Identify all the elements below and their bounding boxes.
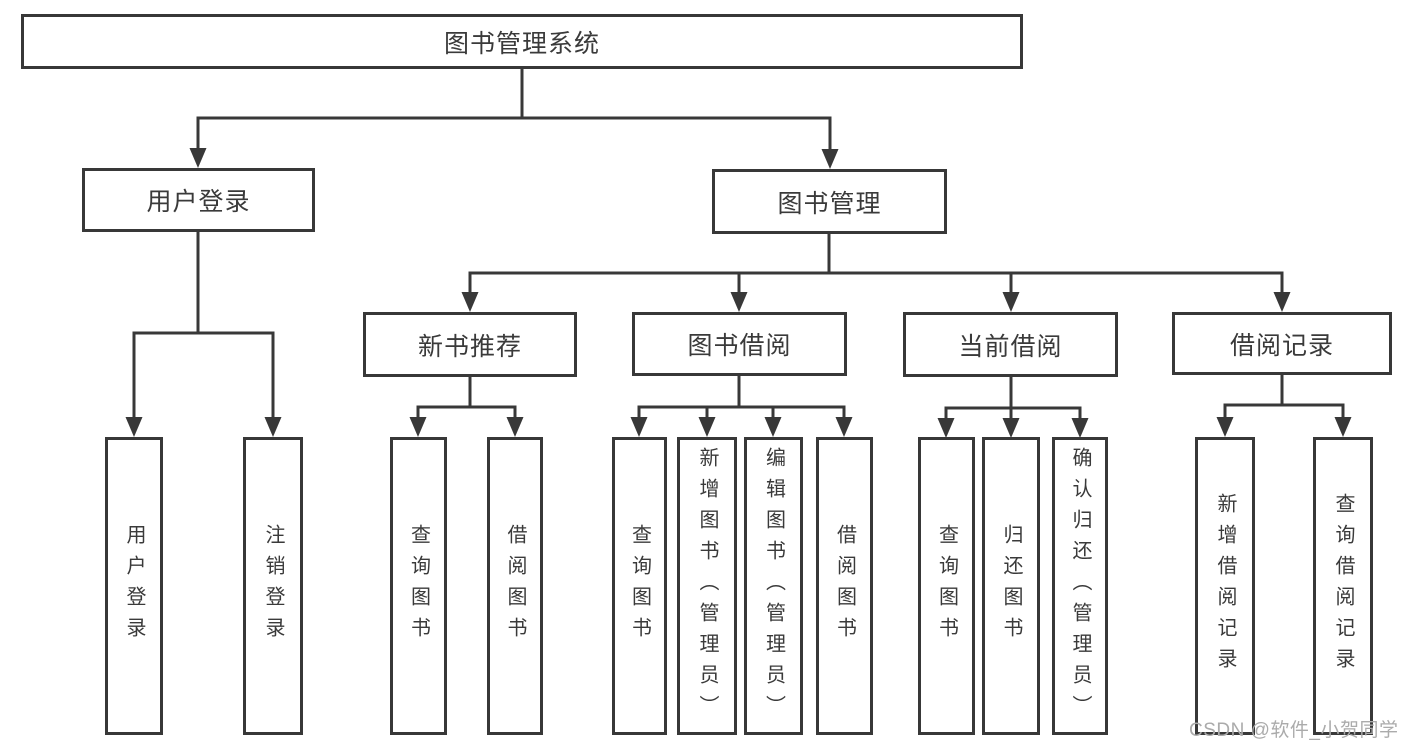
leaf-logout: 注销登录 xyxy=(243,437,303,735)
leaf-borrow-books: 借阅图书 xyxy=(816,437,873,735)
leaf-add-books-admin: 新增图书（管理员） xyxy=(677,437,737,735)
csdn-watermark: CSDN @软件_小贺同学 xyxy=(1189,720,1399,741)
node-library-system: 图书管理系统 xyxy=(21,14,1023,69)
node-new-book-recommend: 新书推荐 xyxy=(363,312,577,377)
arrowheads xyxy=(125,148,1352,438)
leaf-borrow-query-books: 查询图书 xyxy=(612,437,667,735)
node-book-borrow: 图书借阅 xyxy=(632,312,847,376)
leaf-recommend-borrow-books: 借阅图书 xyxy=(487,437,543,735)
leaf-return-books: 归还图书 xyxy=(982,437,1040,735)
leaf-query-borrow-record: 查询借阅记录 xyxy=(1313,437,1373,735)
node-book-management: 图书管理 xyxy=(712,169,947,234)
leaf-confirm-return-admin: 确认归还（管理员） xyxy=(1052,437,1108,735)
node-user-login: 用户登录 xyxy=(82,168,315,232)
leaf-user-login: 用户登录 xyxy=(105,437,163,735)
leaf-edit-books-admin: 编辑图书（管理员） xyxy=(744,437,803,735)
leaf-add-borrow-record: 新增借阅记录 xyxy=(1195,437,1255,735)
leaf-current-query-books: 查询图书 xyxy=(918,437,975,735)
node-current-borrow: 当前借阅 xyxy=(903,312,1118,377)
leaf-recommend-query-books: 查询图书 xyxy=(390,437,447,735)
node-borrow-records: 借阅记录 xyxy=(1172,312,1392,375)
